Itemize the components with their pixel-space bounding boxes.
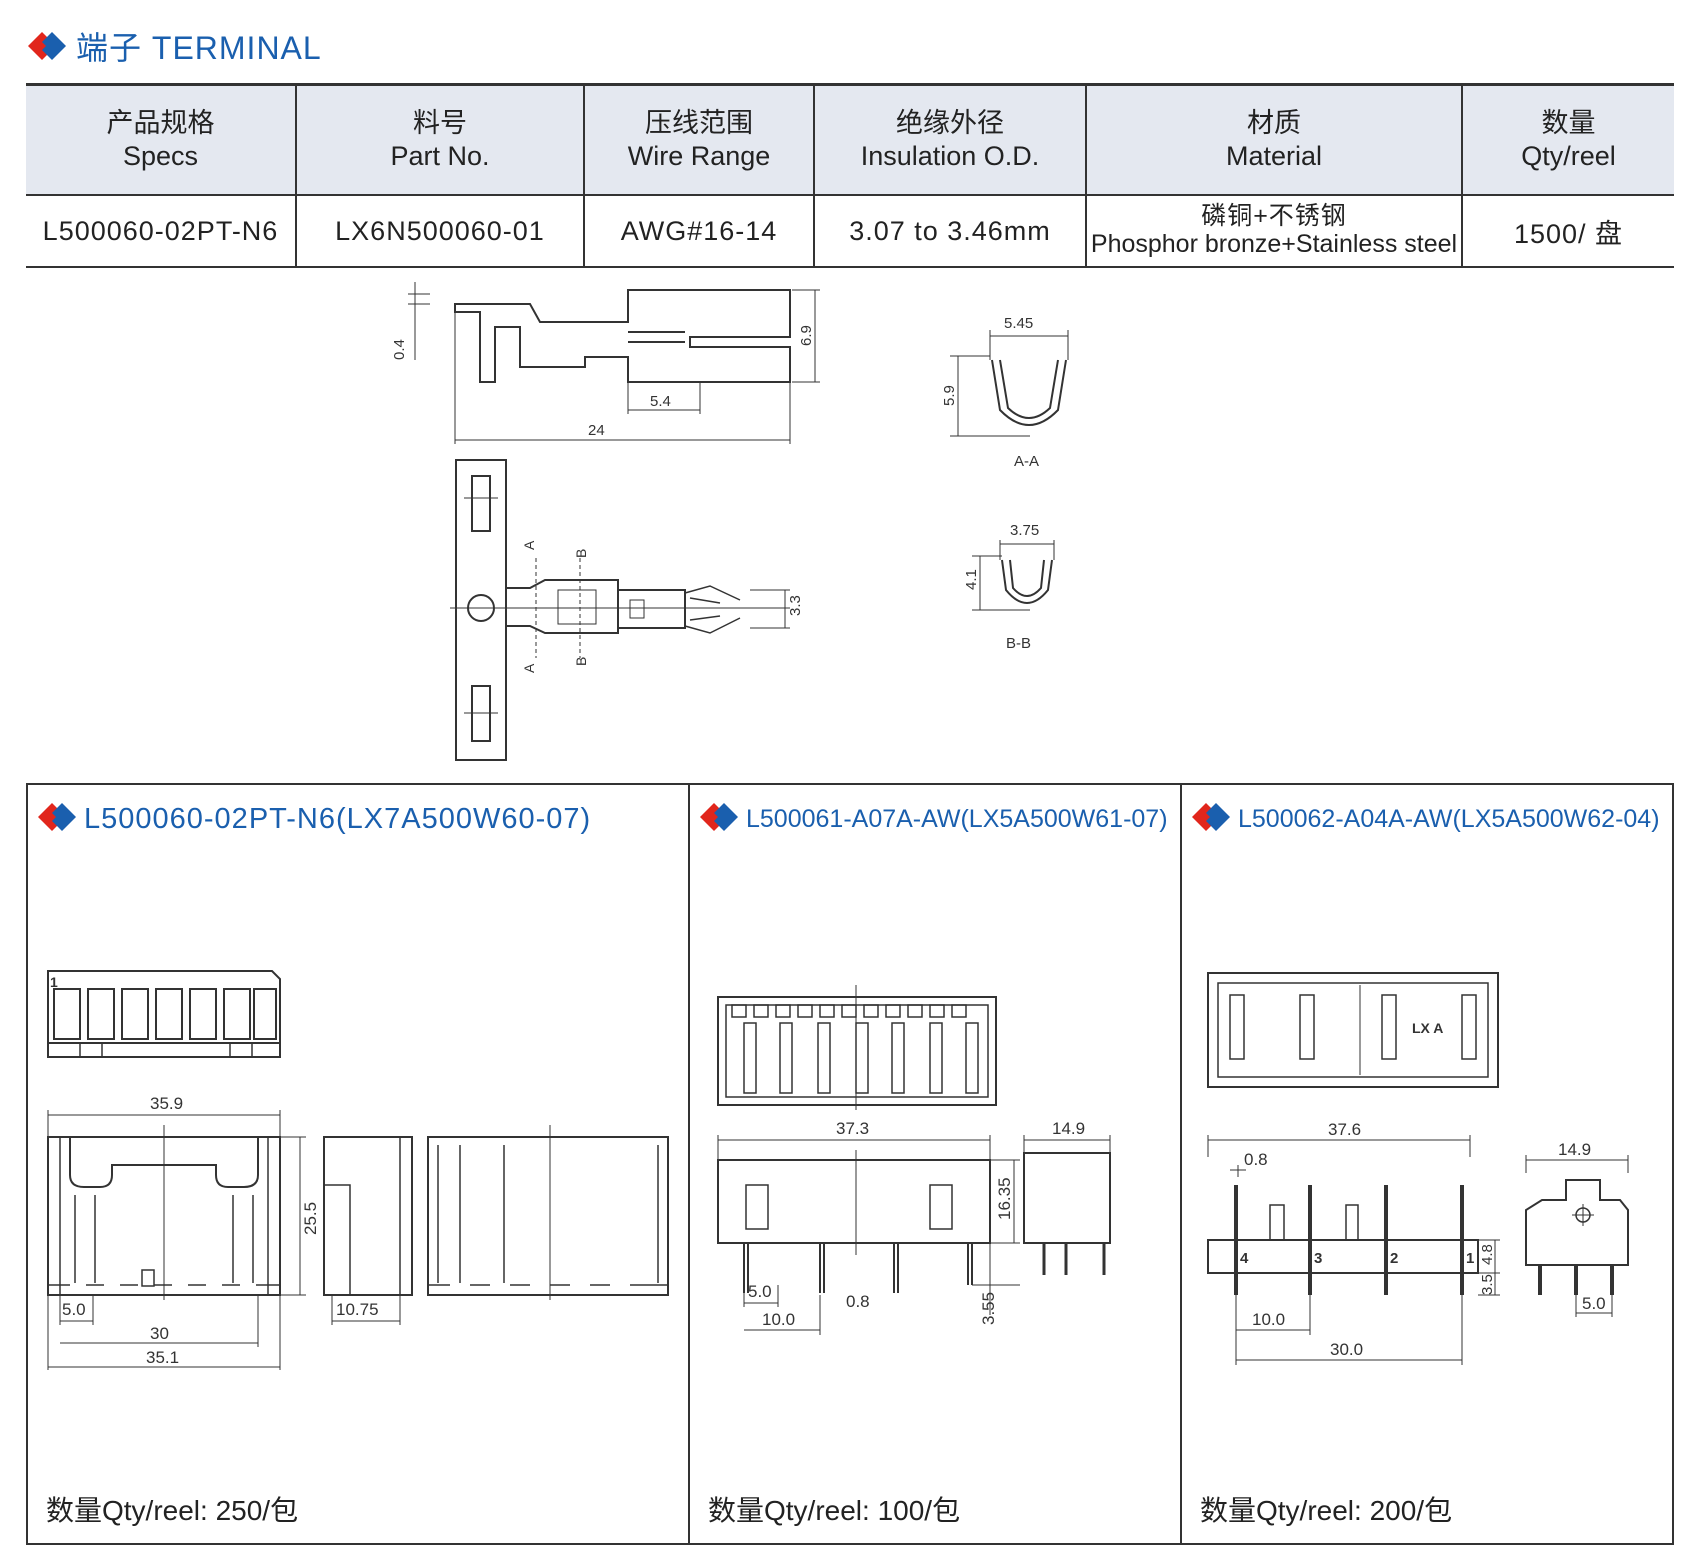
pin-number-4: 4 xyxy=(1240,1250,1249,1267)
cell-part-no: LX6N500060-01 xyxy=(296,195,585,268)
cell-specs: L500060-02PT-N6 xyxy=(26,195,297,268)
pin-one-label: 1 xyxy=(50,974,58,990)
connector-panels: L500060-02PT-N6(LX7A500W60-07) 1 35.9 xyxy=(26,783,1674,1545)
panel-connector-1: L500060-02PT-N6(LX7A500W60-07) 1 35.9 xyxy=(28,785,690,1543)
dim-thickness: 0.4 xyxy=(391,339,408,360)
panel-1-qty: 数量Qty/reel: 250/包 xyxy=(46,1495,299,1526)
brand-diamond-icon xyxy=(38,803,76,836)
table-row: L500060-02PT-N6 LX6N500060-01 AWG#16-14 … xyxy=(26,195,1674,268)
cell-qty: 1500/ 盘 xyxy=(1462,195,1674,268)
connector-2-drawing: 37.3 16.35 3.55 5.0 10.0 0.8 xyxy=(717,985,1111,1335)
cell-wire-range: AWG#16-14 xyxy=(584,195,815,268)
dim-length: 24 xyxy=(588,422,605,439)
dim-pitch: 10.0 xyxy=(1252,1310,1285,1329)
dim-height: 6.9 xyxy=(798,325,815,346)
panel-2-title-text: L500061-A07A-AW(LX5A500W61-07) xyxy=(746,805,1168,833)
panel-1-title: L500060-02PT-N6(LX7A500W60-07) xyxy=(38,803,591,836)
panel-3-title: L500062-A04A-AW(LX5A500W62-04) xyxy=(1192,803,1660,836)
dim-bb-width: 3.75 xyxy=(1010,522,1039,539)
dim-span: 30 xyxy=(150,1324,169,1343)
dim-aa-height: 5.9 xyxy=(941,385,958,406)
panel-connector-3: L500062-A04A-AW(LX5A500W62-04) LX A 37.6… xyxy=(1182,785,1672,1543)
dim-pitch-side: 5.0 xyxy=(1582,1294,1606,1313)
brand-diamond-icon xyxy=(1192,803,1230,836)
section-title: 端子 TERMINAL xyxy=(76,30,322,66)
dim-height: 16.35 xyxy=(995,1177,1014,1220)
dim-width-top: 35.9 xyxy=(150,1094,183,1113)
connector-3-drawing: LX A 37.6 0.8 4 3 2 1 4.8 3.5 xyxy=(1207,972,1629,1365)
section-aa-label: A-A xyxy=(1014,453,1039,470)
cell-insulation: 3.07 to 3.46mm xyxy=(814,195,1087,268)
pin-number-2: 2 xyxy=(1390,1250,1398,1267)
connector-1-drawing: 1 35.9 25.5 xyxy=(47,970,669,1370)
dim-tail: 3.55 xyxy=(979,1292,998,1325)
panel-2-title: L500061-A07A-AW(LX5A500W61-07) xyxy=(700,803,1168,836)
section-aa-view: 5.45 5.9 A-A xyxy=(941,315,1069,470)
dim-pitch: 5.0 xyxy=(62,1300,86,1319)
dim-depth: 14.9 xyxy=(1558,1140,1591,1159)
cut-b-top: B xyxy=(573,549,589,558)
dim-aa-width: 5.45 xyxy=(1004,315,1033,332)
dim-pin: 0.8 xyxy=(846,1292,870,1311)
dim-length: 37.3 xyxy=(836,1119,869,1138)
dim-base: 35.1 xyxy=(146,1348,179,1367)
section-bb-label: B-B xyxy=(1006,635,1031,652)
dim-depth: 14.9 xyxy=(1052,1119,1085,1138)
dim-tail: 3.5 xyxy=(1479,1274,1496,1295)
dim-depth: 10.75 xyxy=(336,1300,379,1319)
cut-b-bottom: B xyxy=(573,657,589,666)
dim-span: 30.0 xyxy=(1330,1340,1363,1359)
panel-3-title-text: L500062-A04A-AW(LX5A500W62-04) xyxy=(1238,805,1660,833)
dim-pitch: 5.0 xyxy=(748,1282,772,1301)
dim-crimp: 5.4 xyxy=(650,393,671,410)
cut-a-bottom: A xyxy=(521,663,537,673)
terminal-top-view: A A B B 3.3 xyxy=(450,459,804,761)
panel-1-title-text: L500060-02PT-N6(LX7A500W60-07) xyxy=(84,803,592,835)
dim-body-height: 4.8 xyxy=(1479,1244,1496,1265)
dim-pin: 0.8 xyxy=(1244,1150,1268,1169)
terminal-side-view: 0.4 6.9 5.4 24 xyxy=(391,282,820,444)
logo-text: LX A xyxy=(1412,1020,1443,1036)
dim-span: 10.0 xyxy=(762,1310,795,1329)
dim-width: 3.3 xyxy=(787,595,804,616)
section-heading: 端子 TERMINAL xyxy=(28,22,322,70)
panel-2-qty: 数量Qty/reel: 100/包 xyxy=(708,1495,961,1526)
dim-length: 37.6 xyxy=(1328,1120,1361,1139)
brand-diamond-icon xyxy=(700,803,738,836)
pin-number-1: 1 xyxy=(1466,1250,1474,1267)
section-bb-view: 3.75 4.1 B-B xyxy=(963,522,1055,652)
panel-3-qty: 数量Qty/reel: 200/包 xyxy=(1200,1495,1453,1526)
pin-number-3: 3 xyxy=(1314,1250,1322,1267)
panel-connector-2: L500061-A07A-AW(LX5A500W61-07) 37.3 xyxy=(690,785,1182,1543)
dim-bb-height: 4.1 xyxy=(963,569,980,590)
brand-diamond-icon xyxy=(28,32,66,60)
dim-height: 25.5 xyxy=(301,1202,320,1235)
cut-a-top: A xyxy=(521,540,537,550)
